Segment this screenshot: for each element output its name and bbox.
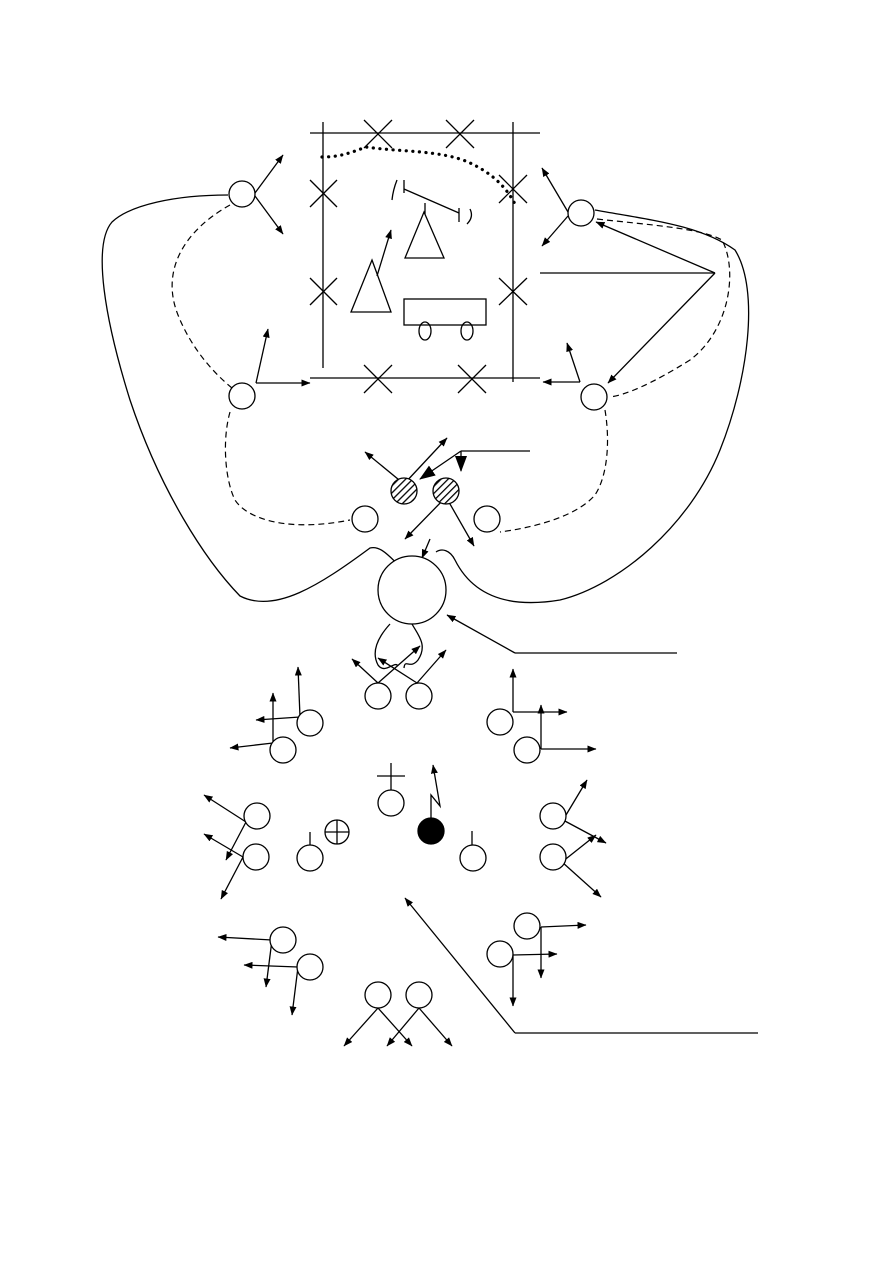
ring-w-pair (203, 794, 271, 900)
inner-figure-cross (377, 763, 405, 817)
x-mark (363, 119, 393, 149)
guard-mid-right (542, 342, 608, 411)
x-mark (309, 179, 338, 208)
gunner-left (350, 229, 392, 313)
connector-wires (351, 623, 447, 710)
ring-se-pair (486, 912, 587, 1007)
guard-mid-left (228, 328, 311, 410)
ring-ne-pair (486, 668, 597, 764)
dashed-curve-top-right (596, 218, 731, 398)
x-mark (498, 277, 528, 306)
x-mark (445, 119, 475, 149)
ring-nw-pair (229, 666, 324, 764)
outer-left-curve (101, 194, 403, 603)
guard-top-left (228, 154, 284, 235)
dashed-curve-bottom-left (224, 411, 351, 526)
gunner-right (391, 179, 473, 259)
escort-right (473, 505, 501, 533)
leader-line-hatched (419, 450, 530, 480)
guard-top-right (541, 167, 595, 247)
leader-lines-top-right (540, 221, 716, 384)
x-mark (363, 364, 393, 394)
dashed-curve-top-left (171, 204, 233, 389)
leader-line-central (446, 614, 677, 654)
x-mark (309, 277, 338, 306)
leader-line-bottom (404, 897, 758, 1034)
hatched-agent-left (364, 437, 448, 505)
ring-e-pair (539, 779, 607, 898)
dashed-curve-bottom-right (499, 409, 609, 533)
x-mark (498, 174, 528, 204)
protectee-filled-circle (417, 764, 445, 845)
inner-figure-left (296, 832, 324, 872)
inner-figure-right (459, 831, 487, 872)
ring-s-pair (343, 981, 453, 1047)
ring-sw-pair (217, 926, 324, 1016)
perimeter-rectangle (310, 122, 540, 382)
cart-icon (403, 298, 487, 341)
central-large-circle (377, 538, 447, 625)
x-mark (457, 364, 487, 394)
hatched-agent-right (404, 477, 475, 547)
perimeter-x-marks (309, 119, 528, 394)
escort-left (351, 505, 379, 533)
outer-right-curve (435, 209, 750, 604)
dotted-route-line (320, 145, 517, 206)
inner-figure-target (324, 819, 350, 845)
